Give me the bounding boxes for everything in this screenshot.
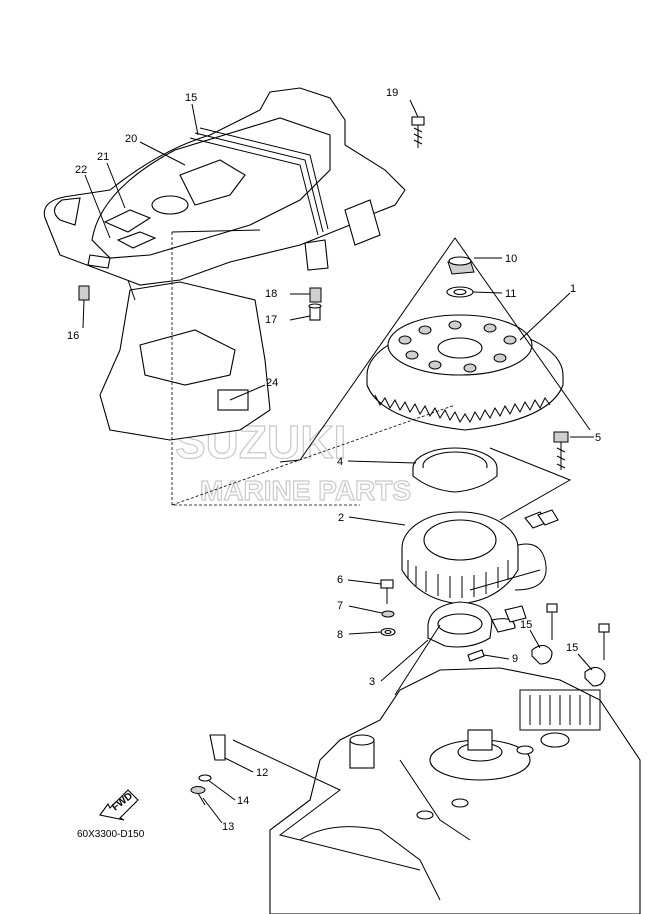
- fwd-arrow-icon: FWD: [99, 789, 139, 821]
- callout-24: 24: [266, 377, 278, 389]
- bracket-12: [209, 734, 226, 761]
- bolt-5: [553, 431, 569, 470]
- callout-12: 12: [256, 767, 268, 779]
- flywheel: [366, 314, 564, 431]
- callout-3: 3: [369, 676, 375, 688]
- callout-13: 13: [222, 821, 234, 833]
- callout-18: 17: [265, 314, 277, 326]
- rotor-ring-4: [412, 447, 498, 493]
- bolt-20: [411, 116, 425, 148]
- callout-labels: 15 20 21 22 16 18 17 24 19 10 11 1 5 4 2…: [67, 87, 601, 833]
- watermark-line-2: MARINE PARTS: [200, 475, 411, 506]
- callout-2: 2: [338, 512, 344, 524]
- callout-16: 15: [185, 92, 197, 104]
- callout-17: 16: [67, 330, 79, 342]
- callout-23: 22: [75, 164, 87, 176]
- leader-lines: [82, 99, 594, 824]
- grommet-17: [78, 285, 90, 301]
- callout-7: 7: [337, 600, 343, 612]
- callout-15-a: 15: [520, 619, 532, 631]
- callout-5: 5: [595, 432, 601, 444]
- callout-8: 8: [337, 629, 343, 641]
- callout-11: 11: [505, 288, 516, 300]
- callout-15-b: 15: [566, 642, 578, 654]
- collar-18: [308, 303, 322, 321]
- nut-10: [447, 256, 475, 275]
- callout-4: 4: [337, 456, 343, 468]
- callout-14: 14: [237, 795, 249, 807]
- bolt-6: [380, 579, 394, 604]
- callout-21: 20: [125, 133, 137, 145]
- washer-11: [446, 286, 474, 298]
- washer-8: [380, 627, 396, 637]
- clamp-15-a: [531, 603, 558, 665]
- diagram-code: 60X3300-D150: [77, 829, 145, 840]
- callout-10: 10: [505, 253, 517, 265]
- washer-14: [198, 774, 212, 782]
- bolt-13: [190, 786, 206, 806]
- stator-2: [401, 509, 559, 605]
- flywheel-cover: [43, 87, 406, 441]
- washer-7: [381, 610, 395, 618]
- clamp-15-b: [584, 623, 610, 687]
- callout-20: 19: [386, 87, 398, 99]
- assembly-guide-lines: [171, 229, 591, 871]
- callout-1: 1: [570, 283, 576, 295]
- engine-block: [269, 667, 641, 914]
- callout-22: 21: [97, 151, 109, 163]
- grommet-19: [309, 287, 322, 303]
- callout-19: 18: [265, 288, 277, 300]
- callout-6: 6: [337, 574, 343, 586]
- pin-9: [467, 649, 485, 662]
- pulser-coil-3: [427, 601, 527, 648]
- watermark: SUZUKI MARINE PARTS: [174, 415, 411, 506]
- callout-9: 9: [512, 653, 518, 665]
